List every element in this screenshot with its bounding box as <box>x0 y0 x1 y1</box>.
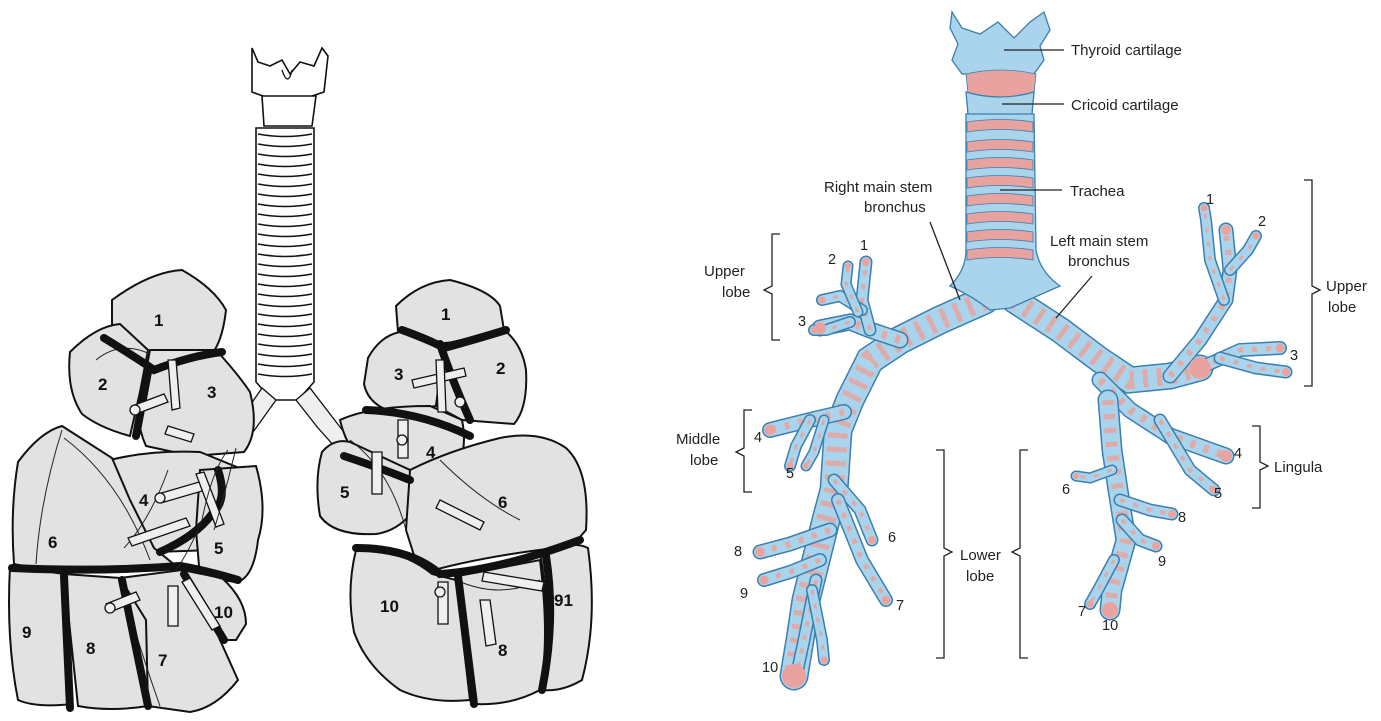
bronchial-tree-diagram: Thyroid cartilage Cricoid cartilage Trac… <box>676 12 1367 688</box>
airway-tip <box>1220 450 1232 462</box>
segment-label-1: 1 <box>154 311 163 330</box>
label-left-main-stem-bronchus-line1: Left main stem <box>1050 233 1148 250</box>
right-lung <box>9 270 263 712</box>
airway-tip <box>1168 510 1176 518</box>
label-lingula: Lingula <box>1274 459 1323 476</box>
segment-label-left-2: 2 <box>496 359 505 378</box>
rseg-label-5: 5 <box>786 466 794 482</box>
rseg-label-9: 9 <box>740 586 748 602</box>
segment-label-7: 7 <box>158 651 167 670</box>
airway-tip <box>1276 344 1285 353</box>
label-middle-lobe-line1: Middle <box>676 431 720 448</box>
lseg-label-4: 4 <box>1234 446 1242 462</box>
left-main-bronchus-outline <box>296 388 350 448</box>
label-lower-lobe-line1: Lower <box>960 547 1001 564</box>
bracket-lingula <box>1252 426 1268 508</box>
label-trachea: Trachea <box>1070 183 1125 200</box>
lseg-label-8: 8 <box>1178 510 1186 526</box>
label-right-upper-lobe-line1: Upper <box>704 263 745 280</box>
airway-tip <box>794 664 802 672</box>
trachea-rings <box>256 128 314 400</box>
airway-tip <box>1282 368 1290 376</box>
airway-tip <box>1253 233 1260 240</box>
airway-tip <box>760 576 769 585</box>
label-left-upper-lobe-line1: Upper <box>1326 278 1367 295</box>
rseg-label-1: 1 <box>860 238 868 254</box>
rseg-label-4: 4 <box>754 430 762 446</box>
rseg-label-10: 10 <box>762 660 778 676</box>
segment-label-left-10: 10 <box>380 597 399 616</box>
airway-tip <box>882 596 891 605</box>
segment-label-4: 4 <box>139 491 149 510</box>
airway-tip <box>1152 542 1160 550</box>
bracket-lower-lobe-left <box>1012 450 1028 658</box>
airway-tip <box>1189 357 1211 379</box>
segment-label-6: 6 <box>48 533 57 552</box>
lseg-label-6: 6 <box>1062 482 1070 498</box>
lseg-label-3: 3 <box>1290 348 1298 364</box>
segment-label-left-6: 6 <box>498 493 507 512</box>
airway-tip <box>845 263 851 269</box>
segment-label-left-5: 5 <box>340 483 349 502</box>
lung-segment-diagram: 1 2 3 4 5 6 7 8 9 10 1 2 3 4 5 6 10 8 91 <box>9 48 592 712</box>
lseg-label-5: 5 <box>1214 486 1222 502</box>
airway-tip <box>811 327 818 334</box>
segment-label-5: 5 <box>214 539 223 558</box>
rseg-label-8: 8 <box>734 544 742 560</box>
segment-label-left-91: 91 <box>554 591 573 610</box>
rseg-label-2: 2 <box>828 252 836 268</box>
airway-tip <box>1073 473 1079 479</box>
segment-label-left-3: 3 <box>394 365 403 384</box>
thyroid-cartilage-shape <box>950 12 1050 74</box>
label-right-main-stem-bronchus-line1: Right main stem <box>824 179 932 196</box>
bracket-middle-lobe <box>736 410 752 492</box>
segment-label-10: 10 <box>214 603 233 622</box>
airway-tip <box>782 664 806 688</box>
label-thyroid-cartilage: Thyroid cartilage <box>1071 42 1182 59</box>
lseg-label-2: 2 <box>1258 214 1266 230</box>
larynx-outline <box>252 48 328 126</box>
segment-label-2: 2 <box>98 375 107 394</box>
airway-tip <box>821 657 828 664</box>
label-right-upper-lobe-line2: lobe <box>722 284 750 301</box>
bracket-left-upper-lobe <box>1304 180 1320 386</box>
airway-tip <box>868 536 876 544</box>
rseg-label-6: 6 <box>888 530 896 546</box>
airway-tip <box>755 547 765 557</box>
airway-tip <box>819 297 826 304</box>
segment-label-8: 8 <box>86 639 95 658</box>
airway-tip <box>1221 225 1231 235</box>
airway-tip <box>803 463 809 469</box>
lseg-label-7: 7 <box>1078 604 1086 620</box>
bracket-right-upper-lobe <box>764 234 780 340</box>
segment-label-9: 9 <box>22 623 31 642</box>
label-cricoid-cartilage: Cricoid cartilage <box>1071 97 1179 114</box>
airway-tip <box>1102 602 1118 618</box>
airway-tip <box>1087 601 1094 608</box>
rseg-label-3: 3 <box>798 314 806 330</box>
lseg-label-1: 1 <box>1206 192 1214 208</box>
airway-tip <box>765 425 776 436</box>
label-middle-lobe-line2: lobe <box>690 452 718 469</box>
lseg-label-10: 10 <box>1102 618 1118 634</box>
segment-label-left-1: 1 <box>441 305 450 324</box>
airway-tip <box>862 258 870 266</box>
label-left-upper-lobe-line2: lobe <box>1328 299 1356 316</box>
rseg-label-7: 7 <box>896 598 904 614</box>
label-right-main-stem-bronchus-line2: bronchus <box>864 199 926 216</box>
label-left-main-stem-bronchus-line2: bronchus <box>1068 253 1130 270</box>
segment-label-left-4: 4 <box>426 443 436 462</box>
segment-label-left-8: 8 <box>498 641 507 660</box>
lseg-label-9: 9 <box>1158 554 1166 570</box>
segment-label-3: 3 <box>207 383 216 402</box>
left-lung <box>317 280 591 704</box>
bracket-lower-lobe-right <box>936 450 952 658</box>
label-lower-lobe-line2: lobe <box>966 568 994 585</box>
